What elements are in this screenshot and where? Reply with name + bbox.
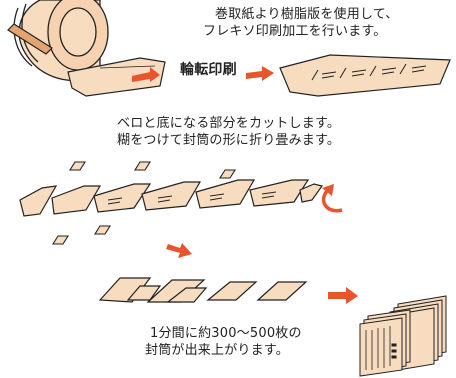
step3-text-line1: 1分間に約300〜500枚の [150,326,302,341]
step3-text-line2: 封筒が出来上がります。 [145,343,289,358]
arrow-2 [246,66,274,81]
diecut-strip [19,179,324,217]
step2-text-line2: 糊をつけて封筒の形に折り畳みます。 [117,133,341,148]
step2-text-line1: ベロと底になる部分をカットします。 [117,116,341,131]
step1-text-line1: 巻取紙より樹脂版を使用して、 [215,7,399,22]
paper-strip [67,57,166,97]
roll-axle [7,23,53,55]
envelope-stacks [359,295,447,377]
arrow-4 [328,287,358,304]
cut-pieces-top [69,161,236,179]
printed-strip [279,54,451,97]
rotary-print-label: 輪転印刷 [180,62,237,78]
rotate-arrow-icon [321,184,343,213]
step1-text-line2: フレキソ印刷加工を行います。 [203,24,387,39]
cut-pieces-bottom [52,225,111,245]
folding-envelopes [98,277,308,303]
diecut-print-marks [107,191,277,205]
arrow-1 [132,67,160,82]
arrow-3 [166,243,192,258]
